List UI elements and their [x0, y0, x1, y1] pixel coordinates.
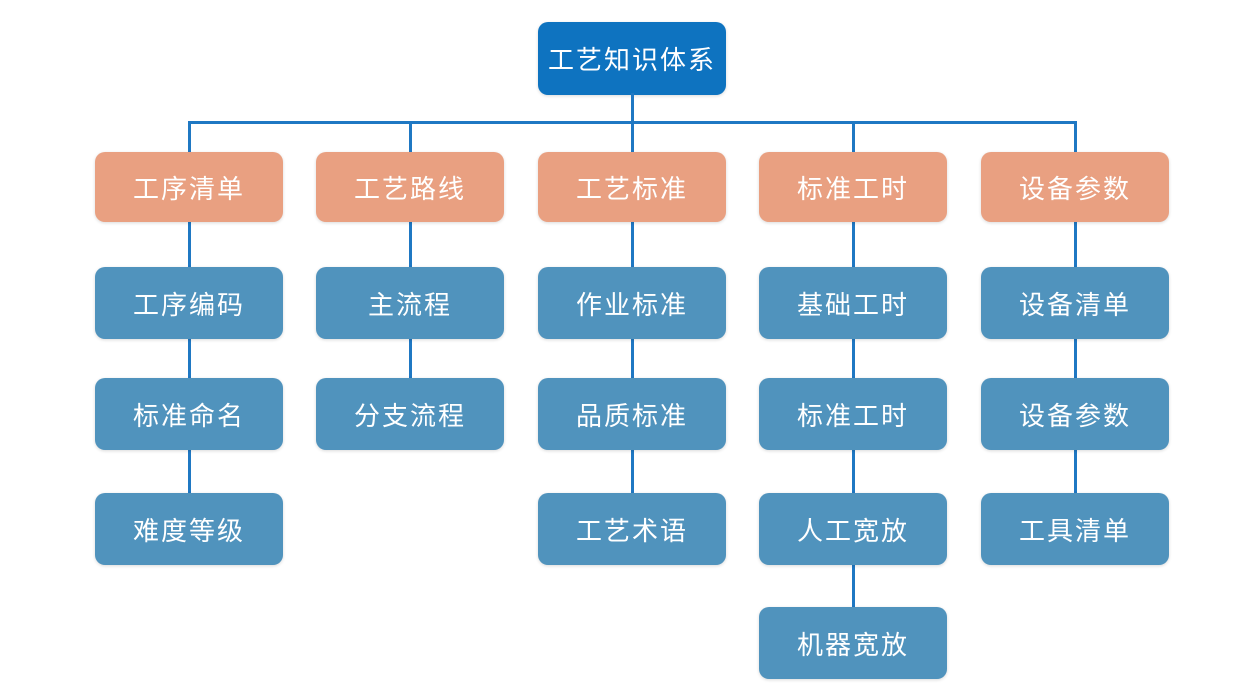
connector-col5-seg1 [1073, 221, 1077, 268]
branch-node: 设备参数 [981, 152, 1169, 222]
child-node: 主流程 [316, 267, 504, 339]
child-node-label: 难度等级 [132, 515, 245, 546]
child-node: 标准命名 [95, 378, 283, 450]
connector-col5-seg3 [1073, 449, 1077, 494]
connector-col4-seg2 [851, 338, 855, 379]
child-node-label: 设备参数 [1018, 400, 1131, 431]
child-node-label: 工艺术语 [575, 515, 688, 546]
child-node-label: 机器宽放 [796, 629, 909, 660]
connector-col3-seg1 [630, 221, 634, 268]
child-node-label: 作业标准 [575, 289, 688, 320]
branch-node: 标准工时 [759, 152, 947, 222]
connector-drop-3 [630, 121, 634, 153]
connector-col4-seg3 [851, 449, 855, 494]
child-node: 标准工时 [759, 378, 947, 450]
child-node: 设备清单 [981, 267, 1169, 339]
branch-node: 工艺路线 [316, 152, 504, 222]
connector-drop-5 [1073, 121, 1077, 153]
child-node: 作业标准 [538, 267, 726, 339]
child-node-label: 设备清单 [1018, 289, 1131, 320]
connector-col5-seg2 [1073, 338, 1077, 379]
branch-node: 工序清单 [95, 152, 283, 222]
branch-node-label: 工序清单 [132, 173, 245, 204]
child-node: 工具清单 [981, 493, 1169, 565]
branch-node-label: 工艺路线 [353, 173, 466, 204]
branch-node-label: 设备参数 [1018, 173, 1131, 204]
root-node-label: 工艺知识体系 [547, 45, 716, 75]
connector-col4-seg4 [851, 564, 855, 608]
branch-node: 工艺标准 [538, 152, 726, 222]
child-node-label: 标准工时 [796, 400, 909, 431]
connector-col1-seg1 [187, 221, 191, 268]
child-node-label: 品质标准 [575, 400, 688, 431]
child-node: 品质标准 [538, 378, 726, 450]
connector-col4-seg1 [851, 221, 855, 268]
connector-col1-seg3 [187, 449, 191, 494]
connector-col2-seg1 [408, 221, 412, 268]
child-node: 分支流程 [316, 378, 504, 450]
connector-root-stem [630, 93, 634, 123]
child-node: 工艺术语 [538, 493, 726, 565]
root-node: 工艺知识体系 [538, 22, 726, 95]
child-node-label: 工具清单 [1018, 515, 1131, 546]
child-node: 设备参数 [981, 378, 1169, 450]
child-node: 机器宽放 [759, 607, 947, 679]
connector-col3-seg2 [630, 338, 634, 379]
connector-drop-4 [851, 121, 855, 153]
child-node: 人工宽放 [759, 493, 947, 565]
child-node-label: 标准命名 [132, 400, 245, 431]
connector-col1-seg2 [187, 338, 191, 379]
branch-node-label: 工艺标准 [575, 173, 688, 204]
connector-drop-1 [187, 121, 191, 153]
child-node: 难度等级 [95, 493, 283, 565]
child-node-label: 工序编码 [132, 289, 245, 320]
child-node-label: 人工宽放 [796, 515, 909, 546]
connector-col2-seg2 [408, 338, 412, 379]
child-node: 工序编码 [95, 267, 283, 339]
child-node-label: 主流程 [367, 289, 452, 320]
child-node: 基础工时 [759, 267, 947, 339]
branch-node-label: 标准工时 [796, 173, 909, 204]
connector-drop-2 [408, 121, 412, 153]
child-node-label: 基础工时 [796, 289, 909, 320]
connector-col3-seg3 [630, 449, 634, 494]
child-node-label: 分支流程 [353, 400, 466, 431]
